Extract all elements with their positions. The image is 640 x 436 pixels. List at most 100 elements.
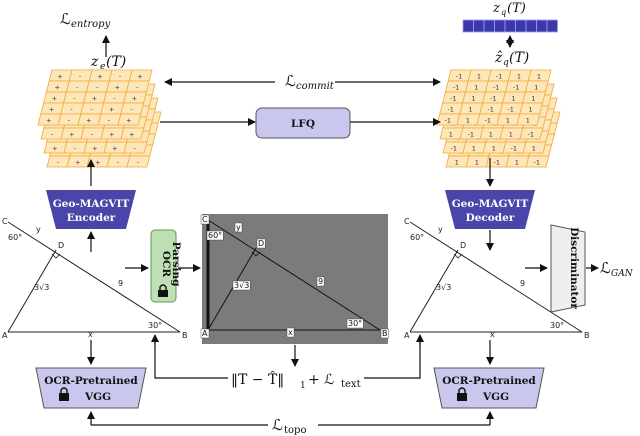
- grid-cell-symbol: -1: [468, 131, 474, 139]
- ocr-parsing-line2: Parsing: [170, 242, 182, 287]
- svg-text:(T): (T): [507, 1, 526, 16]
- grid-cell-symbol: -: [119, 73, 122, 81]
- grid-cell-symbol: -: [137, 159, 140, 167]
- grid-cell-symbol: 1: [492, 145, 496, 153]
- grid-cell-symbol: 1: [537, 73, 541, 81]
- grid-cell-symbol: 1: [472, 145, 476, 153]
- geometry-label: 60°: [8, 233, 22, 242]
- svg-text:OCR: OCR: [160, 251, 172, 278]
- grid-cell-symbol: +: [114, 84, 119, 92]
- svg-text:Geo-MAGVIT: Geo-MAGVIT: [452, 198, 529, 210]
- svg-text:GAN: GAN: [611, 269, 634, 279]
- svg-text:ℒ: ℒ: [272, 416, 283, 434]
- geometry-label: y: [438, 225, 443, 234]
- grid-cell-symbol: -1: [451, 145, 457, 153]
- svg-text:VGG: VGG: [482, 391, 509, 403]
- grid-cell-symbol: +: [57, 73, 62, 81]
- geometry-label: 60°: [208, 231, 222, 240]
- grid-cell-symbol: +: [109, 131, 114, 139]
- svg-text:Geo-MAGVIT: Geo-MAGVIT: [53, 198, 130, 210]
- grid-cell-symbol: +: [69, 131, 74, 139]
- grid-cell-symbol: 1: [517, 73, 521, 81]
- grid-cell-symbol: -1: [453, 84, 459, 92]
- geo-magvit-decoder: Geo-MAGVIT Decoder: [445, 190, 535, 229]
- geometry-label: A: [2, 331, 8, 340]
- grid-cell-symbol: 1: [529, 106, 533, 114]
- grid-cell-symbol: 1: [532, 145, 536, 153]
- geometry-label: x: [490, 330, 495, 339]
- latent-grid-left: -++--+-+-+-++--+-+-+-++--+-++--+-+-+-++-…: [37, 69, 162, 168]
- grid-cell-symbol: -1: [450, 95, 456, 103]
- grid-cell-symbol: +: [129, 131, 134, 139]
- svg-text:+ ℒ: + ℒ: [308, 372, 334, 388]
- grid-cell-symbol: 1: [469, 106, 473, 114]
- grid-cell-symbol: +: [95, 159, 100, 167]
- grid-cell-symbol: 1: [515, 159, 519, 167]
- svg-text:Decoder: Decoder: [466, 212, 515, 224]
- grid-cell-symbol: 1: [489, 131, 493, 139]
- grid-cell-symbol: -: [90, 106, 93, 114]
- geometry-label: 3√3: [234, 281, 249, 290]
- svg-text:topo: topo: [284, 425, 306, 436]
- geometry-label: C: [202, 215, 208, 224]
- zq-label: z q (T): [492, 1, 526, 17]
- grid-cell-symbol: -: [113, 95, 116, 103]
- geometry-label: 30°: [550, 321, 564, 330]
- grid-cell-symbol: +: [109, 106, 114, 114]
- ocr-parsing-block: OCR Parsing: [150, 229, 177, 303]
- geometry-label: y: [36, 225, 41, 234]
- grid-cell-symbol: -: [76, 84, 79, 92]
- vgg-left-block: OCR-Pretrained VGG: [35, 367, 147, 409]
- gan-loss-label: ℒ GAN: [600, 259, 634, 279]
- grid-cell-symbol: -1: [487, 106, 493, 114]
- codebook-cell: [473, 19, 485, 33]
- grid-cell-symbol: -: [96, 84, 99, 92]
- geometry-label: D: [58, 241, 64, 250]
- grid-cell-symbol: 1: [477, 73, 481, 81]
- reconstruction-loss-label: ‖T − T̂‖ 1 + ℒ text: [231, 370, 361, 391]
- grid-cell-symbol: -1: [534, 159, 540, 167]
- grid-cell-symbol: -1: [485, 117, 491, 125]
- grid-cell-symbol: 1: [474, 84, 478, 92]
- geometry-label: C: [404, 217, 410, 226]
- grid-cell-symbol: -1: [496, 73, 502, 81]
- geo-magvit-encoder: Geo-MAGVIT Encoder: [46, 190, 136, 229]
- codebook-cell: [494, 19, 506, 33]
- svg-text:ℒ: ℒ: [285, 72, 296, 90]
- geometry-label: A: [404, 331, 410, 340]
- codebook-cell: [504, 19, 516, 33]
- grid-cell-symbol: +: [49, 106, 54, 114]
- grid-cell-symbol: -1: [494, 159, 500, 167]
- grid-cell-symbol: -: [136, 84, 139, 92]
- discriminator-block: Discriminator: [550, 224, 586, 313]
- grid-cell-symbol: +: [86, 117, 91, 125]
- svg-text:q: q: [501, 8, 506, 17]
- commit-loss-label: ℒ commit: [285, 72, 335, 92]
- geometry-label: x: [88, 330, 93, 339]
- grid-cell-symbol: -1: [528, 131, 534, 139]
- geometry-label: 30°: [148, 321, 162, 330]
- grid-cell-symbol: -1: [456, 73, 462, 81]
- geometry-label: 3√3: [34, 283, 49, 292]
- lfq-block: LFQ: [255, 107, 351, 139]
- grid-cell-symbol: -1: [447, 106, 453, 114]
- grid-cell-symbol: 1: [534, 84, 538, 92]
- grid-cell-symbol: -: [117, 159, 120, 167]
- grid-cell-symbol: -: [91, 131, 94, 139]
- geometry-label: 9: [520, 279, 525, 288]
- entropy-loss-label: ℒ entropy: [60, 10, 111, 30]
- svg-text:OCR-Pretrained: OCR-Pretrained: [442, 375, 536, 387]
- grid-cell-symbol: +: [112, 145, 117, 153]
- geometry-label: 9: [318, 277, 323, 286]
- svg-text:ẑ: ẑ: [494, 49, 503, 66]
- svg-text:entropy: entropy: [71, 19, 111, 30]
- geometry-label: 60°: [410, 233, 424, 242]
- grid-cell-symbol: -1: [507, 106, 513, 114]
- topo-loss-label: ℒ topo: [272, 416, 306, 436]
- grid-cell-symbol: -: [79, 73, 82, 81]
- vgg-right-block: OCR-Pretrained VGG: [433, 367, 545, 409]
